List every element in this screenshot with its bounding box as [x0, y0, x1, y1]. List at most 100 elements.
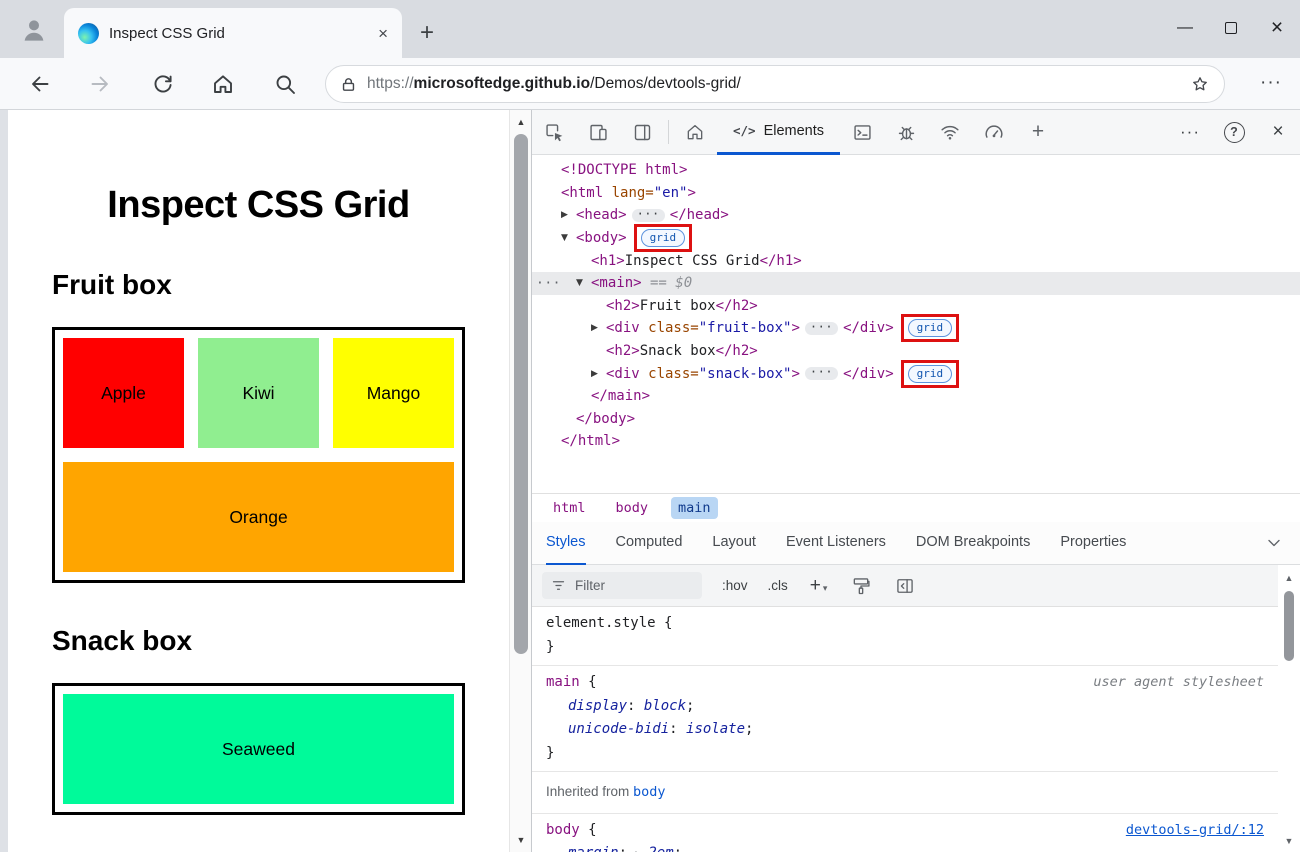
collapsed-arrow-icon[interactable]: ▶: [591, 323, 598, 334]
expanded-arrow-icon[interactable]: ▼: [561, 233, 568, 244]
sidebar-toggle-icon[interactable]: [895, 576, 915, 596]
dom-tree-row[interactable]: ▶<div class="snack-box">···</div>grid: [532, 359, 1300, 388]
inline-expand-icon[interactable]: ···: [804, 321, 839, 335]
url-text[interactable]: https://microsoftedge.github.io/Demos/de…: [367, 75, 1180, 93]
devtools-menu-icon[interactable]: ···: [1180, 122, 1200, 141]
forward-button[interactable]: [88, 72, 112, 96]
dom-token-tag: </main>: [591, 388, 651, 405]
dom-tree-row[interactable]: <html lang="en">: [532, 182, 1300, 205]
tab-close-icon[interactable]: ×: [378, 23, 388, 43]
breadcrumb-item-main[interactable]: main: [671, 497, 718, 519]
css-declaration[interactable]: margin: ▶2em;: [546, 842, 1278, 852]
scroll-down-icon[interactable]: ▼: [516, 835, 526, 845]
breadcrumb-item-body[interactable]: body: [615, 500, 649, 516]
search-icon[interactable]: [273, 72, 297, 96]
expanded-arrow-icon[interactable]: ▼: [576, 278, 583, 289]
chevron-down-icon[interactable]: [1264, 533, 1284, 553]
inline-expand-icon[interactable]: ···: [804, 366, 839, 381]
home-button[interactable]: [211, 72, 235, 96]
dom-tree-row[interactable]: ▶<head>···</head>: [532, 204, 1300, 227]
tab-debugger-bug-icon[interactable]: [884, 110, 928, 155]
devtools-close-button[interactable]: ×: [1272, 121, 1284, 142]
dom-tree-row[interactable]: </body>: [532, 408, 1300, 431]
toggle-class-button[interactable]: .cls: [767, 578, 788, 593]
browser-tab[interactable]: Inspect CSS Grid ×: [64, 8, 402, 58]
scroll-up-icon[interactable]: ▲: [516, 117, 526, 127]
css-declaration[interactable]: display: block;: [546, 695, 1278, 719]
page-scrollbar[interactable]: ▲ ▼: [509, 110, 531, 852]
more-tools-plus-button[interactable]: +: [1031, 120, 1045, 143]
new-style-rule-button[interactable]: +▾: [810, 575, 828, 597]
dom-token-tag: </head>: [669, 207, 729, 224]
grid-badge[interactable]: grid: [907, 364, 953, 383]
window-close-button[interactable]: ×: [1270, 16, 1284, 39]
dom-tree-row[interactable]: <h1>Inspect CSS Grid</h1>: [532, 249, 1300, 272]
tab-console-icon[interactable]: [840, 110, 884, 155]
new-tab-button[interactable]: +: [419, 19, 434, 46]
scroll-down-icon[interactable]: ▼: [1284, 836, 1294, 846]
tab-network-icon[interactable]: [928, 110, 972, 155]
shorthand-expander-icon[interactable]: ▶: [635, 850, 642, 852]
stylesheet-source-link[interactable]: devtools-grid/:12: [1125, 821, 1264, 838]
refresh-button[interactable]: [151, 72, 175, 96]
dock-side-button[interactable]: [620, 110, 664, 155]
welcome-home-button[interactable]: [673, 110, 717, 155]
sidebar-tab-dom-breakpoints[interactable]: DOM Breakpoints: [915, 534, 1031, 550]
dom-tree-row[interactable]: ···▼<main> == $0: [532, 271, 1300, 295]
tab-elements[interactable]: </> Elements: [717, 110, 841, 155]
sidebar-tab-styles[interactable]: Styles: [546, 522, 586, 565]
inherited-node-link[interactable]: body: [633, 784, 666, 800]
browser-menu-icon[interactable]: ···: [1260, 72, 1282, 93]
grid-badge[interactable]: grid: [640, 229, 686, 248]
breadcrumb-item-html[interactable]: html: [553, 500, 586, 516]
dom-tree-row[interactable]: ▶<div class="fruit-box">···</div>grid: [532, 314, 1300, 343]
profile-avatar[interactable]: [14, 10, 54, 50]
maximize-button[interactable]: [1208, 0, 1254, 56]
colon: :: [627, 697, 644, 714]
collapsed-arrow-icon[interactable]: ▶: [591, 368, 598, 379]
inspect-element-button[interactable]: [532, 110, 576, 155]
toolbar-divider: [668, 120, 669, 144]
css-property-value: 2em: [648, 845, 673, 852]
css-selector-line[interactable]: body {devtools-grid/:12: [546, 819, 1278, 843]
device-emulation-button[interactable]: [576, 110, 620, 155]
dom-tree-row[interactable]: <h2>Fruit box</h2>: [532, 295, 1300, 318]
sidebar-tab-computed[interactable]: Computed: [615, 534, 683, 550]
annotation-box: grid: [900, 359, 960, 388]
scroll-up-icon[interactable]: ▲: [1284, 573, 1294, 583]
filter-input[interactable]: [573, 577, 683, 594]
paint-format-icon[interactable]: [851, 576, 871, 596]
collapsed-arrow-icon[interactable]: ▶: [561, 210, 568, 221]
devtools-help-button[interactable]: ?: [1212, 110, 1256, 155]
dom-tree-row[interactable]: </html>: [532, 430, 1300, 453]
dom-tree-row[interactable]: <h2>Snack box</h2>: [532, 340, 1300, 363]
scrollbar-thumb[interactable]: [514, 134, 528, 654]
sidebar-tab-event-listeners[interactable]: Event Listeners: [785, 534, 886, 550]
inherited-label: Inherited from: [546, 784, 634, 799]
node-options-icon[interactable]: ···: [536, 275, 561, 291]
sidebar-tab-layout[interactable]: Layout: [712, 534, 756, 550]
scrollbar-thumb[interactable]: [1284, 591, 1294, 661]
dom-tree: <!DOCTYPE html><html lang="en">▶<head>··…: [532, 155, 1300, 493]
back-button[interactable]: [28, 72, 52, 96]
dom-tree-row[interactable]: ▼<body>grid: [532, 224, 1300, 253]
tab-performance-icon[interactable]: [972, 110, 1016, 155]
dom-tree-row[interactable]: <!DOCTYPE html>: [532, 159, 1300, 182]
favorites-star-icon[interactable]: [1190, 74, 1210, 94]
address-bar[interactable]: https://microsoftedge.github.io/Demos/de…: [325, 65, 1225, 103]
maximize-icon: [1225, 22, 1237, 34]
minimize-button[interactable]: —: [1177, 19, 1193, 36]
styles-filter[interactable]: [542, 572, 702, 599]
css-selector-line[interactable]: main {user agent stylesheet: [546, 671, 1278, 695]
styles-scrollbar[interactable]: ▲ ▼: [1280, 567, 1298, 852]
toggle-pseudo-state-button[interactable]: :hov: [722, 578, 748, 593]
dom-tree-row[interactable]: </main>: [532, 385, 1300, 408]
inline-expand-icon[interactable]: ···: [631, 208, 665, 222]
grid-badge[interactable]: grid: [907, 319, 953, 338]
sidebar-tab-properties[interactable]: Properties: [1060, 534, 1127, 550]
css-property-name: margin: [568, 845, 619, 852]
css-declaration[interactable]: unicode-bidi: isolate;: [546, 718, 1278, 742]
css-selector-line[interactable]: element.style {: [546, 612, 1278, 636]
